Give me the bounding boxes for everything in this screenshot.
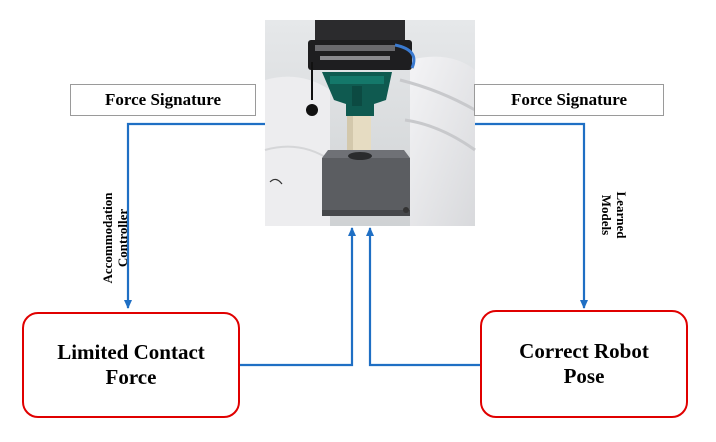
force-line: Force (105, 365, 157, 389)
accommodation-controller-label: Accommodation Controller (100, 183, 134, 293)
correct-robot-line: Correct Robot (519, 339, 649, 363)
robot-gripper-photo (264, 20, 476, 227)
arrow-left-down (124, 122, 265, 309)
accommodation-label: Accommodation (100, 192, 115, 284)
controller-label: Controller (115, 208, 130, 268)
pose-line: Pose (563, 364, 605, 388)
learned-label: Learned (614, 191, 629, 239)
right-force-signature-label: Force Signature (474, 84, 664, 116)
arrow-left-up (240, 227, 356, 367)
limited-contact-line: Limited Contact (57, 340, 205, 364)
correct-robot-pose-node: Correct Robot Pose (480, 310, 688, 418)
limited-contact-force-node: Limited Contact Force (22, 312, 240, 418)
arrow-right-down (475, 122, 588, 309)
models-label: Models (599, 194, 614, 236)
learned-models-label: Learned Models (595, 185, 629, 245)
left-force-signature-label: Force Signature (70, 84, 256, 116)
arrow-right-up (366, 227, 482, 367)
